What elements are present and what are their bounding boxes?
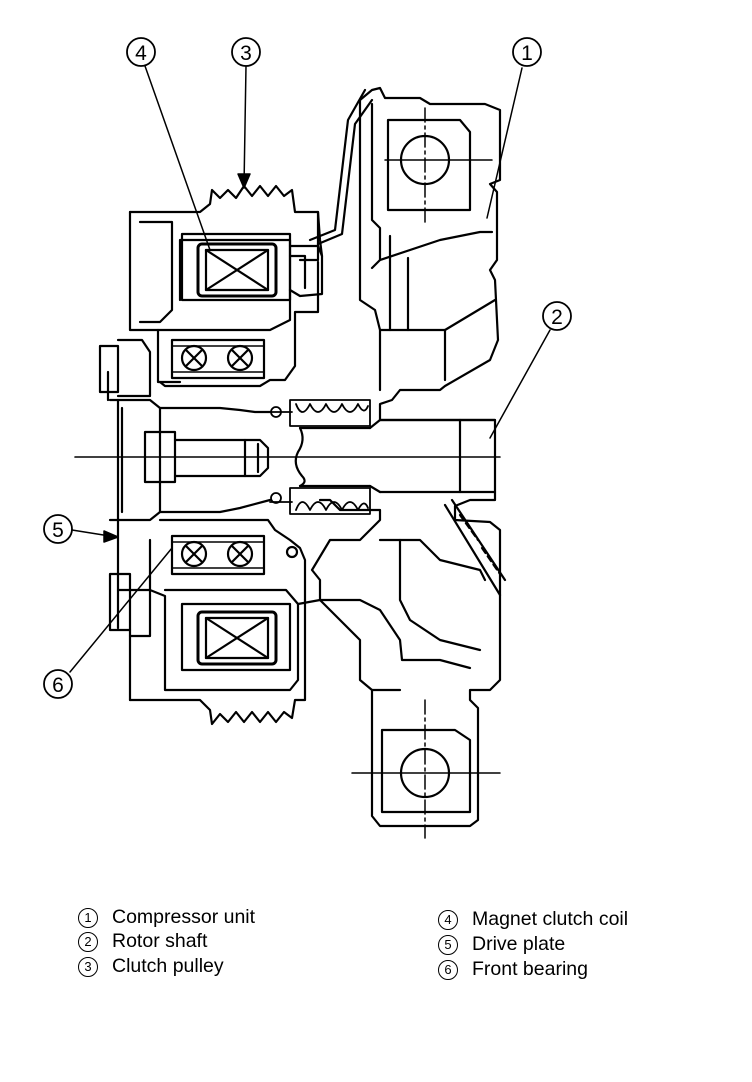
- front-bearing-upper: [170, 338, 266, 380]
- legend-label-front-bearing: Front bearing: [472, 958, 588, 980]
- legend-label-compressor-unit: Compressor unit: [112, 906, 256, 928]
- legend-item-6: 6 Front bearing: [438, 958, 588, 981]
- svg-text:5: 5: [52, 519, 64, 542]
- arrow-5: [103, 530, 119, 543]
- legend-number-1: 1: [78, 907, 98, 928]
- svg-text:2: 2: [551, 306, 563, 329]
- svg-text:4: 4: [135, 42, 147, 65]
- magnet-clutch-cross-section-diagram: 1 2 3 4 5 6: [43, 37, 572, 839]
- legend-item-5: 5 Drive plate: [438, 933, 565, 956]
- clutch-pulley-lower: [128, 518, 322, 726]
- leader-line-2: [489, 329, 551, 439]
- leader-line-4: [144, 65, 211, 251]
- callout-6: 6: [43, 669, 73, 699]
- leader-line-3: [243, 65, 247, 187]
- legend-number-4: 4: [438, 909, 458, 930]
- legend-item-3: 3 Clutch pulley: [78, 955, 224, 978]
- callout-1: 1: [512, 37, 542, 67]
- coil-lead-wire: [308, 88, 374, 246]
- magnet-clutch-coil-upper: [180, 232, 324, 302]
- legend-item-2: 2 Rotor shaft: [78, 930, 207, 953]
- legend-number-6: 6: [438, 959, 458, 980]
- legend-number-2: 2: [78, 931, 98, 952]
- legend-label-rotor-shaft: Rotor shaft: [112, 930, 208, 952]
- legend-number-3: 3: [78, 956, 98, 977]
- callout-2: 2: [542, 301, 572, 331]
- drive-plate: [98, 338, 272, 638]
- svg-text:6: 6: [52, 674, 64, 697]
- leader-line-6: [69, 547, 173, 673]
- magnet-clutch-coil-lower: [180, 602, 292, 672]
- callout-3: 3: [231, 37, 261, 67]
- rotor-shaft: [294, 418, 497, 494]
- legend-item-1: 1 Compressor unit: [78, 906, 255, 929]
- legend-label-magnet-clutch-coil: Magnet clutch coil: [472, 908, 629, 930]
- svg-text:3: 3: [240, 42, 252, 65]
- legend-number-5: 5: [438, 934, 458, 955]
- svg-text:1: 1: [521, 42, 533, 65]
- leader-line-1: [486, 67, 523, 219]
- callout-4: 4: [126, 37, 156, 67]
- compressor-unit-body: [310, 86, 507, 839]
- front-bearing-lower: [170, 534, 299, 576]
- legend-label-clutch-pulley: Clutch pulley: [112, 955, 224, 977]
- shaft-seal: [269, 399, 371, 515]
- clutch-pulley-upper: [128, 184, 324, 388]
- callout-5: 5: [43, 514, 73, 544]
- leader-lines: [69, 65, 551, 673]
- arrow-3: [237, 173, 251, 189]
- legend-label-drive-plate: Drive plate: [472, 933, 566, 955]
- legend-item-4: 4 Magnet clutch coil: [438, 908, 628, 931]
